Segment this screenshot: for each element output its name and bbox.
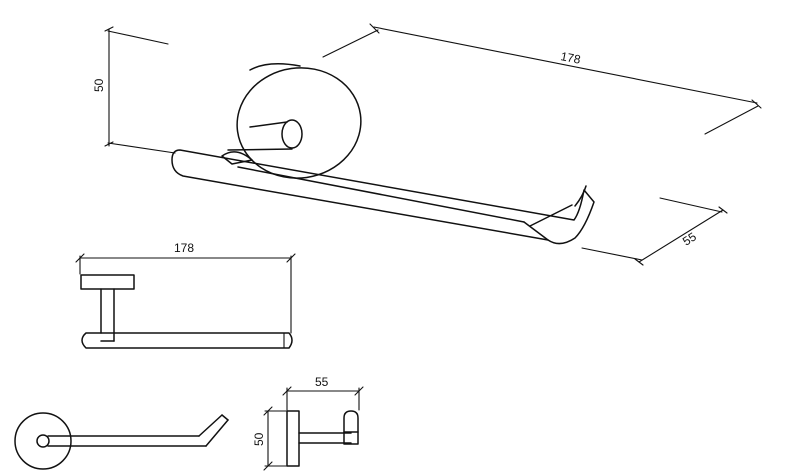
iso-dim-height-label: 50 [92, 78, 106, 92]
front-dim-length: 178 [75, 241, 296, 334]
side-view: 55 50 [252, 375, 364, 471]
side-dim-depth-label: 55 [315, 375, 329, 389]
front-dim-length-label: 178 [174, 241, 194, 255]
side-dim-height: 50 [252, 406, 287, 471]
top-wall-rosette [14, 412, 72, 470]
iso-dim-height: 50 [92, 26, 176, 154]
iso-dim-length-label: 178 [559, 49, 582, 67]
iso-support-post [221, 119, 303, 165]
iso-dim-length: 178 [322, 23, 762, 135]
side-dim-depth: 55 [282, 375, 364, 411]
top-view [14, 412, 229, 470]
iso-dim-depth: 55 [581, 197, 728, 266]
top-rosette-center [36, 434, 50, 448]
iso-wall-rosette [236, 63, 362, 179]
front-view: 178 [75, 241, 296, 349]
iso-holder-bar [171, 149, 595, 245]
isometric-view: 178 50 55 [92, 23, 762, 266]
side-dim-height-label: 50 [252, 432, 266, 446]
top-holder-bar [47, 414, 229, 447]
side-support-post [298, 432, 352, 444]
iso-dim-depth-label: 55 [680, 229, 699, 248]
front-wall-plate [80, 274, 135, 290]
side-bar-end [343, 410, 359, 445]
front-holder-bar [81, 332, 293, 349]
side-wall-plate [286, 410, 300, 467]
